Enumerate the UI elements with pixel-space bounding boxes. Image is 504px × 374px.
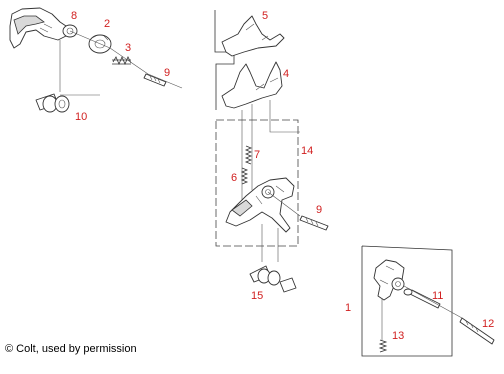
part-8-housing	[9, 7, 78, 49]
callout-9-top: 9	[164, 67, 171, 79]
callout-11: 11	[432, 290, 444, 302]
callout-10: 10	[75, 111, 88, 123]
part-4-disconnector	[221, 61, 283, 109]
part-10-spring	[35, 93, 70, 113]
group-1-bracket	[361, 245, 453, 357]
part-6-spring	[240, 167, 249, 185]
part-5-sear	[221, 15, 285, 57]
center-bracket-line	[214, 10, 235, 110]
part-15-spring	[249, 265, 297, 293]
part-1-catch	[373, 259, 405, 301]
callout-2: 2	[104, 18, 111, 30]
part-12-plunger	[459, 317, 495, 345]
part-9-pin-top	[143, 73, 167, 87]
callout-13: 13	[392, 330, 405, 342]
copyright-notice: © Colt, used by permission	[5, 343, 137, 355]
callout-7: 7	[254, 149, 261, 161]
callout-5: 5	[262, 10, 269, 22]
part-13-spring	[378, 339, 388, 353]
group-1-leader-lines	[381, 285, 463, 340]
callout-15: 15	[251, 290, 264, 302]
callout-9-center: 9	[316, 204, 323, 216]
part-9-pin-center	[299, 215, 329, 231]
center-leader-lines	[261, 191, 301, 262]
callout-12: 12	[482, 318, 495, 330]
leader-lines-top-left	[59, 30, 183, 96]
group-14-outline	[215, 119, 299, 247]
center-vertical-pins	[241, 100, 300, 200]
part-11-pin	[403, 288, 441, 309]
callout-14: 14	[301, 145, 314, 157]
callout-6: 6	[231, 172, 238, 184]
callout-8: 8	[71, 10, 78, 22]
callout-4: 4	[283, 68, 290, 80]
part-7-spring	[244, 145, 253, 165]
callout-1: 1	[345, 302, 352, 314]
trigger-assembly	[225, 177, 295, 233]
callout-3: 3	[125, 42, 132, 54]
